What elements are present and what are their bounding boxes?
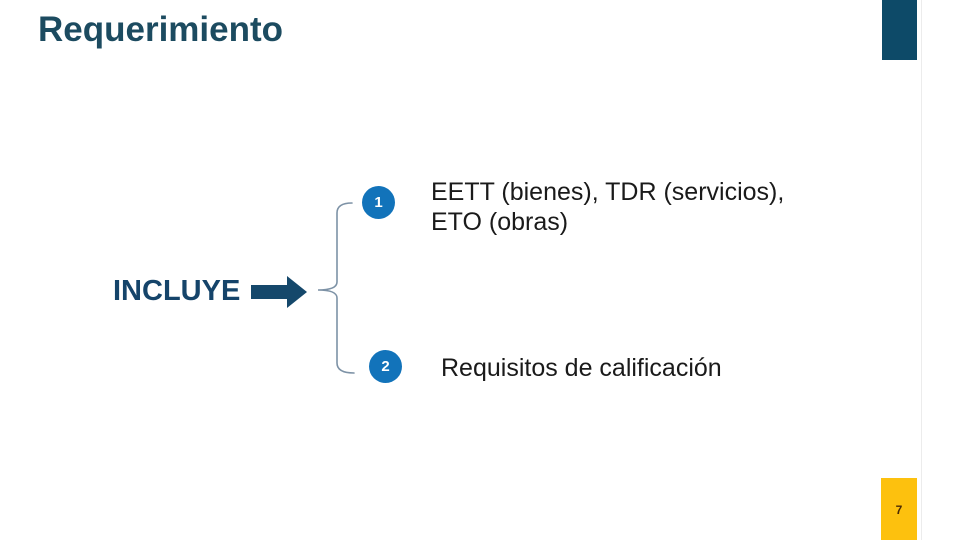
page-number-badge: 7	[881, 478, 917, 540]
incluye-label: INCLUYE	[113, 275, 241, 307]
item-text-line: Requisitos de calificación	[441, 354, 722, 382]
item-number-badge: 1	[362, 186, 395, 219]
item-text-line: EETT (bienes), TDR (servicios),	[431, 178, 785, 206]
item-number: 1	[374, 194, 383, 211]
item-text-line: ETO (obras)	[431, 208, 569, 236]
item-number-badge: 2	[369, 350, 402, 383]
item-text: Requisitos de calificación	[441, 353, 722, 383]
right-divider-line	[921, 0, 922, 540]
top-accent-bar	[882, 0, 917, 60]
slide-title: Requerimiento	[38, 10, 284, 49]
left-curly-brace-icon	[315, 198, 360, 378]
right-arrow-icon	[251, 276, 307, 308]
item-number: 2	[381, 358, 390, 375]
item-text: EETT (bienes), TDR (servicios), ETO (obr…	[431, 177, 784, 237]
page-number: 7	[895, 503, 903, 517]
